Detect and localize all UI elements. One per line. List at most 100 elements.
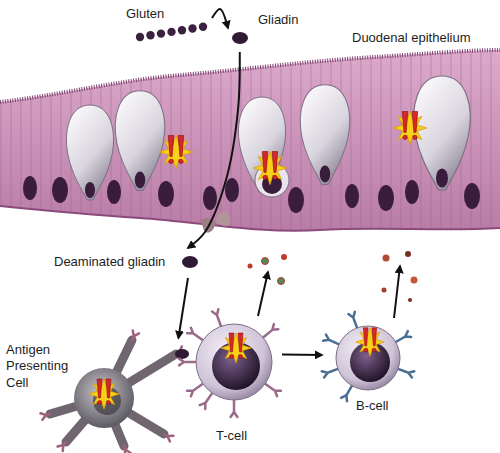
flow-arrow [178,278,188,338]
flow-arrow [212,9,228,28]
nuclei [405,180,419,204]
cytokine-release [281,254,287,260]
receptor [124,446,131,453]
cell-label: T-cell [216,428,247,444]
goblet-cells [115,91,164,191]
warning-symbol [221,333,251,363]
receptor [231,400,238,417]
cytokine-release [411,277,418,284]
nuclei [345,184,359,208]
icon-group [40,330,189,453]
gluten-bead [136,33,144,41]
warning-symbols [394,112,427,145]
molecule-node: Gluten [118,4,212,42]
gliadin-molecule [182,256,198,268]
cytokine-release [383,255,390,262]
molecule-label: Gluten [126,6,164,22]
gluten-bead [199,23,207,31]
epithelium-band [0,50,500,231]
b-cell-body [336,326,400,390]
receptor [187,328,203,340]
receptor [200,393,212,409]
presented-antigen [175,349,189,359]
region-label: Duodenal epithelium [352,30,471,46]
molecule-label: Gliadin [258,12,298,28]
receptor [263,324,278,337]
gluten-bead [178,26,186,34]
flow-arrow [188,52,240,248]
warning-symbol [89,379,119,409]
nuclei [203,186,217,210]
receptor [341,386,352,402]
enzyme [200,210,232,234]
gluten-bead [188,24,196,32]
nuclei [107,180,121,204]
nuclei [52,177,68,203]
molecule-label: Deaminated gliadin [54,254,165,270]
warning-symbols [160,136,193,169]
nuclei [225,178,239,202]
receptor [40,413,50,419]
cytokine-release [248,264,253,269]
warning-symbols [254,152,287,185]
receptor [179,359,196,366]
nuclei [378,185,394,211]
receptor [323,335,339,345]
cell-illustration [228,4,312,52]
epithelium [0,50,500,231]
goblet-cells [66,76,470,200]
molecule-node: Gliadin [228,4,312,52]
goblet-cells [66,105,113,200]
gliadin-molecule [232,32,248,44]
flow-arrow [282,353,322,356]
goblet-cells [300,85,349,185]
receptor [265,384,281,396]
cytokine-release [278,278,285,285]
icon-group [322,312,414,401]
nuclei [464,183,480,209]
cell-label: B-cell [356,398,389,414]
molecule-node: Deaminated gliadin [50,248,205,278]
cytokine-release [394,266,400,318]
nuclei [23,176,37,200]
cytokine-release [248,251,418,318]
cell-label: Antigen Presenting Cell [6,342,78,391]
receptor [132,330,139,340]
warning-symbol [356,328,385,357]
icon-group [182,256,198,268]
t-cell-body [196,324,272,400]
receptor [396,331,412,342]
cytokine-release [405,251,411,257]
receptor [322,369,338,378]
receptor [58,442,66,451]
gluten-bead [146,31,154,39]
gluten-bead [167,28,175,36]
cell-node: B-cell [322,318,418,418]
cell-node: Antigen Presenting Cell [4,338,182,450]
cytokine-release [262,258,269,265]
receptor [164,434,173,442]
cell-node: T-cell [186,318,282,448]
nuclei [288,187,304,213]
icon-group [179,309,281,417]
nuclei [158,181,174,207]
cytokine-release [408,298,412,302]
receptor [398,369,414,378]
icon-group [232,32,248,44]
goblet-cells [238,97,285,192]
receptor [348,312,357,328]
gluten-bead [157,29,165,37]
cell-borders [0,50,500,231]
cytokine-release [258,272,268,316]
icon-group [136,23,207,42]
cytokine-release [382,288,387,293]
basement-membrane [0,206,500,231]
apc-body [74,368,134,428]
receptor [187,384,203,396]
goblet-cells [414,76,471,190]
label-holder: Duodenal epithelium [352,30,471,46]
receptor [212,309,221,326]
enzyme [213,210,232,229]
warning-symbols [160,112,427,185]
